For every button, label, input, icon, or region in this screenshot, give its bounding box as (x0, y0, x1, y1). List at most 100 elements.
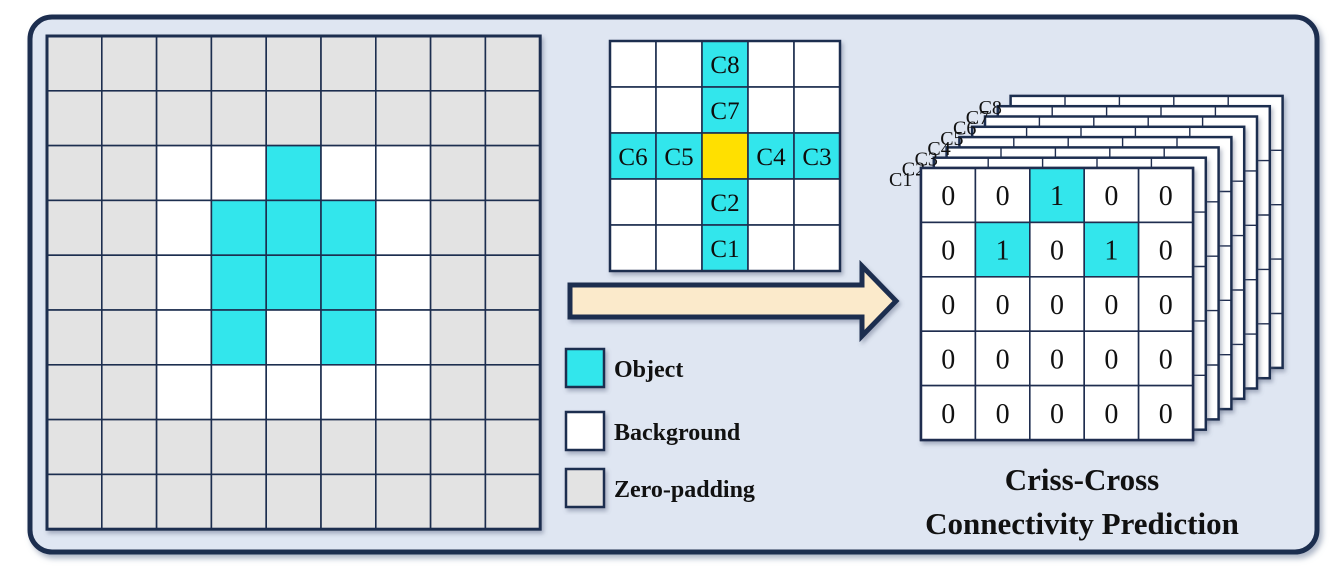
zero-padding-cell (429, 199, 487, 256)
background-cell (374, 254, 432, 311)
background-cell (265, 363, 322, 421)
zero-padding-cell (429, 473, 487, 530)
zero-padding-cell (374, 473, 432, 530)
unconnected-cell (1083, 330, 1140, 387)
object-cell (320, 309, 377, 366)
kernel-neighbor-cell (747, 132, 795, 180)
zero-padding-cell (265, 473, 322, 530)
background-cell (155, 309, 213, 366)
matrix-value: 0 (1159, 344, 1173, 375)
zero-padding-cell (46, 254, 103, 311)
kernel-empty-cell (609, 178, 657, 226)
kernel-empty-cell (793, 224, 841, 272)
unconnected-cell (974, 384, 1031, 441)
caption-line-1: Criss-Cross (1005, 462, 1159, 497)
zero-padding-cell (484, 35, 541, 92)
matrix-value: 1 (996, 236, 1010, 267)
kernel-empty-cell (609, 40, 657, 88)
matrix-value: 0 (1050, 344, 1064, 375)
object-cell (210, 309, 267, 366)
kernel-empty-cell (793, 178, 841, 226)
kernel-empty-cell (793, 40, 841, 88)
zero-padding-cell (210, 473, 267, 530)
matrix-value: 0 (996, 344, 1010, 375)
matrix-value: 1 (1050, 181, 1064, 212)
right-arrow-icon (567, 259, 900, 343)
legend-swatch-object (564, 347, 606, 389)
background-cell (155, 199, 213, 256)
channel-label-c4: C4 (927, 138, 950, 160)
background-cell (210, 144, 267, 202)
object-cell (210, 254, 267, 311)
zero-padding-cell (484, 418, 541, 476)
channel-label-c2: C2 (902, 159, 925, 181)
matrix-value: 0 (996, 399, 1010, 430)
zero-padding-cell (101, 418, 158, 476)
kernel-label: C8 (710, 52, 739, 79)
background-cell (320, 363, 377, 421)
matrix-value: 0 (941, 399, 955, 430)
matrix-value: 0 (941, 181, 955, 212)
kernel-label: C1 (710, 236, 739, 263)
zero-padding-cell (101, 254, 158, 311)
object-cell (320, 254, 377, 311)
zero-padding-cell (320, 90, 377, 147)
zero-padding-cell (210, 418, 267, 476)
matrix-value: 0 (996, 290, 1010, 321)
zero-padding-cell (484, 144, 541, 202)
background-cell (374, 309, 432, 366)
legend-swatch-zero-padding (564, 467, 606, 509)
zero-padding-cell (46, 418, 103, 476)
kernel-label: C5 (664, 144, 693, 171)
channel-label-c8: C8 (979, 97, 1002, 119)
legend-swatch-background (564, 410, 606, 452)
background-cell (155, 254, 213, 311)
matrix-value: 0 (1050, 290, 1064, 321)
matrix-value: 0 (941, 290, 955, 321)
matrix-value: 0 (1159, 236, 1173, 267)
zero-padding-cell (46, 90, 103, 147)
zero-padding-cell (265, 35, 322, 92)
kernel-empty-cell (747, 86, 795, 134)
kernel-empty-cell (655, 178, 703, 226)
zero-padding-cell (155, 418, 213, 476)
zero-padding-cell (46, 35, 103, 92)
zero-padding-cell (101, 309, 158, 366)
background-cell (265, 309, 322, 366)
channel-label-c6: C6 (953, 118, 976, 140)
background-cell (155, 144, 213, 202)
unconnected-cell (1029, 275, 1086, 332)
matrix-value: 1 (1104, 236, 1118, 267)
kernel-border (608, 39, 842, 273)
legend-label-background: Background (614, 420, 741, 446)
kernel-empty-cell (747, 224, 795, 272)
caption-line-2: Connectivity Prediction (925, 506, 1239, 541)
kernel-center-cell (701, 132, 749, 180)
zero-padding-cell (101, 144, 158, 202)
matrix-value: 0 (1159, 181, 1173, 212)
zero-padding-cell (484, 363, 541, 421)
kernel-label: C4 (756, 144, 786, 171)
zero-padding-cell (484, 309, 541, 366)
zero-padding-cell (484, 199, 541, 256)
matrix-value: 0 (941, 344, 955, 375)
zero-padding-cell (46, 144, 103, 202)
object-cell (265, 144, 322, 202)
object-cell (320, 199, 377, 256)
kernel-empty-cell (609, 86, 657, 134)
matrix-value: 0 (1159, 290, 1173, 321)
background-cell (155, 363, 213, 421)
kernel-empty-cell (747, 178, 795, 226)
matrix-value: 0 (1104, 344, 1118, 375)
zero-padding-cell (101, 473, 158, 530)
unconnected-cell (1137, 221, 1194, 278)
zero-padding-cell (265, 90, 322, 147)
unconnected-cell (974, 330, 1031, 387)
zero-padding-cell (484, 473, 541, 530)
zero-padding-cell (484, 254, 541, 311)
matrix-value: 0 (996, 181, 1010, 212)
zero-padding-cell (484, 90, 541, 147)
background-cell (320, 144, 377, 202)
